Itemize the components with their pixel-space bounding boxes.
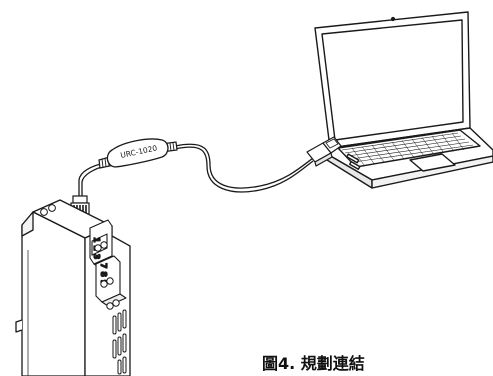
- converter-body: [106, 138, 169, 168]
- laptop-port: [346, 153, 360, 164]
- usb-converter-icon: URC-1020: [98, 138, 178, 169]
- usb-plug-icon: [306, 136, 342, 167]
- din-rail-module-icon: 1 2 3 7 8 9: [15, 199, 131, 376]
- laptop-trackpad: [409, 153, 456, 172]
- module-left-face: [21, 211, 86, 376]
- laptop-camera: [390, 16, 396, 22]
- cable-segment-usb: [174, 143, 314, 189]
- laptop-keyboard: [337, 129, 481, 168]
- laptop-screen: [321, 19, 464, 141]
- laptop-port: [348, 160, 361, 170]
- terminal-labels-bottom: 7 8 9: [99, 263, 108, 286]
- laptop-icon: [314, 11, 493, 189]
- figure-caption: 圖4. 規劃連結: [262, 354, 365, 373]
- terminal-screws: [40, 204, 120, 310]
- module-vents: [112, 309, 127, 375]
